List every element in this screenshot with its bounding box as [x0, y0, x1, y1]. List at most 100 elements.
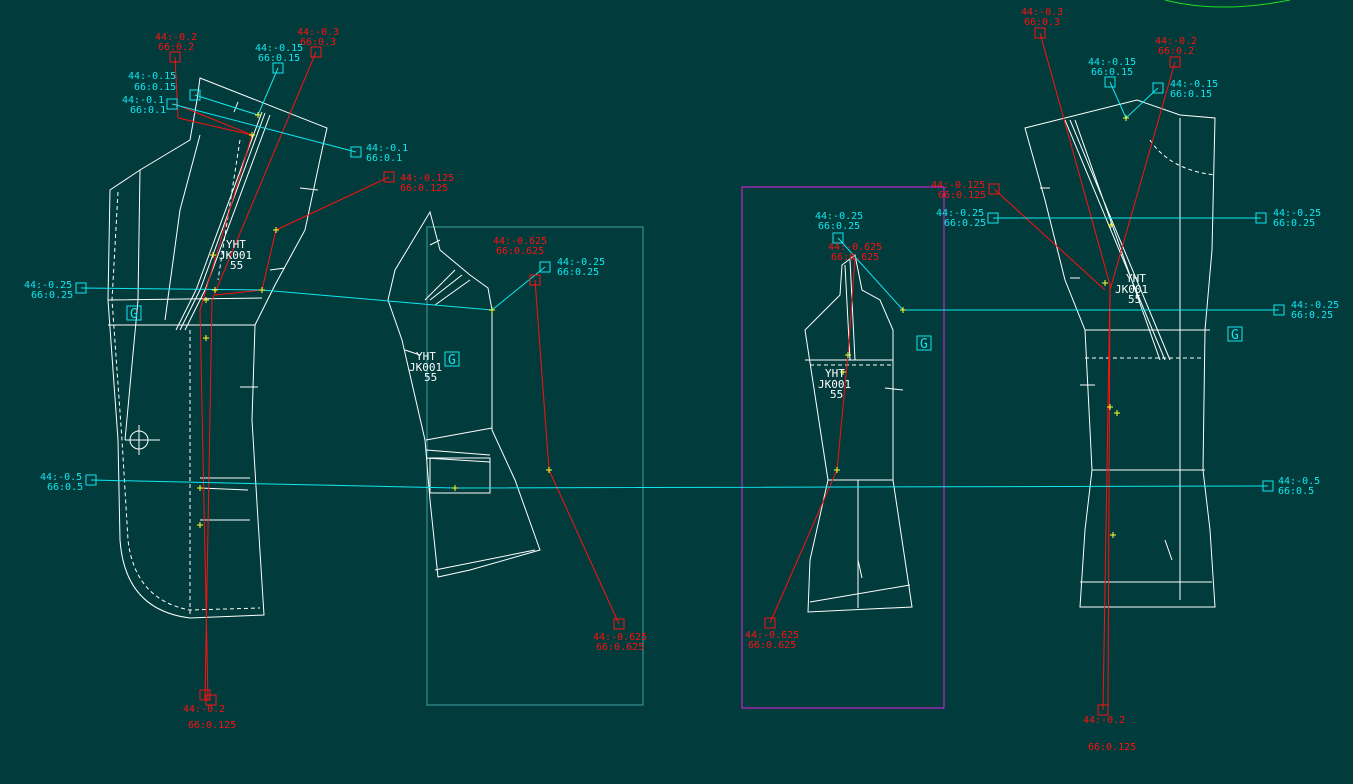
grade-label: 44:-0.2 66:0.125 [183, 704, 236, 731]
label-text: 44:-0.125 [931, 180, 985, 191]
label-text: 66:0.25 [818, 221, 860, 232]
label-text: 44:-0.1 [122, 95, 164, 106]
label-text: 44:-0.25 [557, 257, 605, 268]
label-text: 44:-0.625 [828, 242, 882, 253]
grade-label: 44:-0.166:0.1 [122, 95, 166, 116]
grade-label: 44:-0.366:0.3 [297, 27, 339, 48]
label-text: YHT [1126, 272, 1146, 285]
label-text: 44:-0.2 [155, 32, 197, 43]
grain-marker-2: G [444, 351, 460, 368]
grade-vectors-positive [80, 67, 1279, 489]
pattern-piece-back[interactable] [1024, 99, 1216, 608]
grade-label: 44:-0.566:0.5 [40, 472, 83, 493]
label-text: 66:0.125 [1088, 742, 1136, 753]
label-text: 66:0.3 [1024, 17, 1060, 28]
label-text: 66:0.15 [1170, 89, 1212, 100]
label-text: 44:-0.3 [1021, 7, 1063, 18]
label-text: G [920, 337, 928, 352]
label-text: G [1231, 328, 1239, 343]
label-text: 44:-0.25 [1273, 208, 1321, 219]
label-text: 44:-0.2 [1083, 715, 1125, 726]
grade-label: 44:-0.166:0.1 [366, 143, 408, 164]
label-text: 66:0.15 [1091, 67, 1133, 78]
label-text: 66:0.25 [1291, 310, 1333, 321]
label-text: 66:0.15 [258, 53, 300, 64]
label-text: 44:-0.2 [1155, 36, 1197, 47]
label-text: 44:-0.1 [366, 143, 408, 154]
label-text: 66:0.1 [130, 105, 166, 116]
label-text: G [130, 307, 138, 322]
label-text: JK001 [409, 361, 442, 374]
grade-points [197, 112, 1129, 538]
label-text: YHT [226, 238, 246, 251]
label-text: 44:-0.25 [936, 208, 984, 219]
grain-marker-4: G [1227, 326, 1243, 343]
label-text: 44:-0.5 [40, 472, 82, 483]
label-text: JK001 [818, 378, 851, 391]
label-text: 44:-0.15 [128, 71, 176, 82]
label-text: 66:0.1 [366, 153, 402, 164]
label-text: 66:0.625 [496, 246, 544, 257]
label-text: 66:0.25 [944, 218, 986, 229]
label-text: 44:-0.2 [183, 704, 225, 715]
label-text: 66:0.25 [1273, 218, 1315, 229]
ruler-arc [1164, 0, 1291, 8]
label-text: 44:-0.25 [815, 211, 863, 222]
label-text: 66:0.2 [158, 42, 194, 53]
grain-marker-3: G [916, 335, 932, 352]
label-text: 66:0.3 [300, 37, 336, 48]
label-text: 55 [230, 259, 243, 272]
grade-label: 44:-0.266:0.2 [155, 32, 197, 53]
label-text: JK001 [1115, 283, 1148, 296]
label-text: 66:0.5 [1278, 486, 1314, 497]
label-text: 55 [830, 388, 843, 401]
label-text: 44:-0.25 [1291, 300, 1339, 311]
grade-annotations: 44:-0.266:0.2 44:-0.366:0.3 44:-0.1566:0… [24, 7, 1339, 753]
label-text: YHT [825, 367, 845, 380]
label-text: 44:-0.625 [745, 630, 799, 641]
pattern-piece-front[interactable] [107, 77, 328, 619]
label-text: 55 [424, 371, 437, 384]
pattern-piece-sleeve[interactable] [387, 210, 541, 578]
label-text: 44:-0.15 [255, 43, 303, 54]
label-text: G [448, 353, 456, 368]
label-text: 66:0.625 [831, 252, 879, 263]
pattern-piece-undersleeve[interactable] [804, 254, 913, 613]
label-text: 66:0.125 [188, 720, 236, 731]
label-text: 66:0.5 [47, 482, 83, 493]
label-text: 55 [1128, 293, 1141, 306]
label-text: 44:-0.625 [493, 236, 547, 247]
label-text: 66:0.625 [596, 642, 644, 653]
grade-label: 44:-0.366:0.3 [1021, 7, 1063, 28]
label-text: 66:0.25 [31, 290, 73, 301]
grade-label: 44:-0.566:0.5 [1278, 476, 1320, 497]
label-text: 44:-0.15 [1170, 79, 1218, 90]
label-text: 66:0.125 [938, 190, 986, 201]
label-text: 44:-0.5 [1278, 476, 1320, 487]
grade-handles[interactable] [75, 27, 1285, 716]
label-text: YHT [416, 350, 436, 363]
grain-marker-1: G [126, 305, 142, 322]
selection-frame[interactable] [741, 186, 945, 709]
label-text: 44:-0.15 [1088, 57, 1136, 68]
grade-label: 44:-0.266:0.2 [1155, 36, 1197, 57]
